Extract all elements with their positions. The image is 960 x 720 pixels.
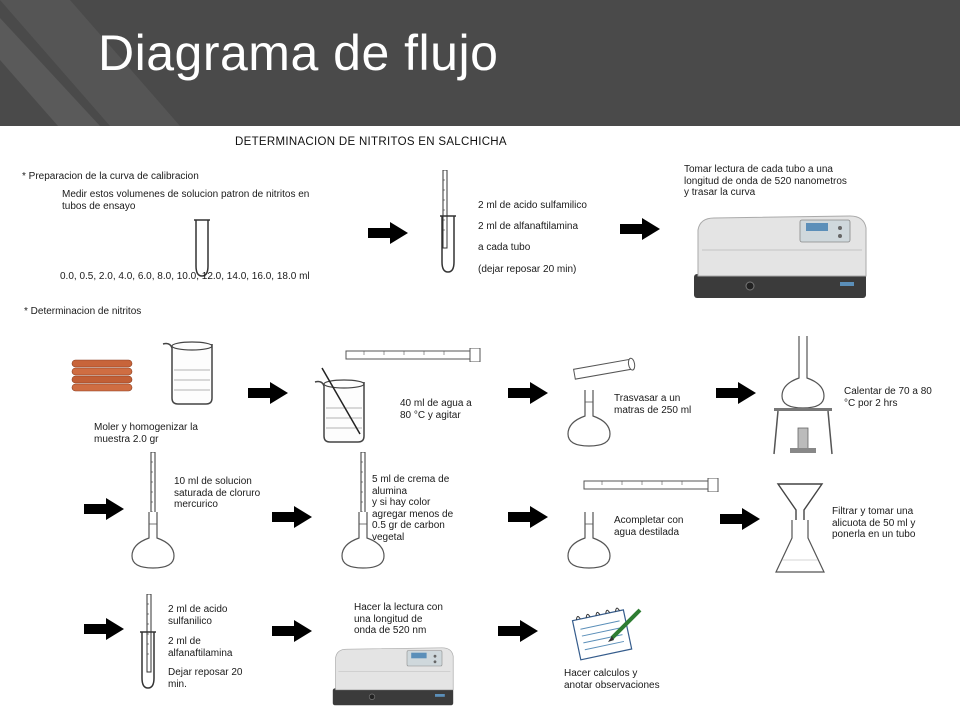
slide-header: Diagrama de flujo <box>0 0 960 126</box>
test-tube-icon <box>438 214 458 274</box>
funnel-erlenmeyer-icon <box>775 483 825 573</box>
section1-heading: * Preparacion de la curva de calibracion <box>22 171 199 182</box>
notepad-pencil-icon <box>571 607 642 661</box>
step-alfanaftilamina-text: 2 ml de alfanaftilamina <box>168 636 233 659</box>
right-arrow-icon <box>84 618 124 640</box>
sausages-icon <box>71 359 133 392</box>
slide-title: Diagrama de flujo <box>98 25 499 81</box>
step-cloruro-text: 10 ml de solucion saturada de cloruro me… <box>174 476 261 510</box>
spectrophotometer-icon <box>330 638 456 708</box>
flowchart-figure: DETERMINACION DE NITRITOS EN SALCHICHA *… <box>0 126 960 720</box>
step-calculos-text: Hacer calculos y anotar observaciones <box>564 668 660 691</box>
right-arrow-icon <box>84 498 124 520</box>
section1-measure-text: Medir estos volumenes de solucion patron… <box>62 189 310 212</box>
right-arrow-icon <box>272 620 312 642</box>
volumetric-flask-icon <box>564 510 614 570</box>
step-moler-text: Moler y homogenizar la muestra 2.0 gr <box>94 422 198 445</box>
right-arrow-icon <box>498 620 538 642</box>
section1-rest: (dejar reposar 20 min) <box>478 264 577 275</box>
step-alumina-text: 5 ml de crema de alumina y si hay color … <box>372 474 454 543</box>
step-calentar-text: Calentar de 70 a 80 °C por 2 hrs <box>844 386 932 409</box>
right-arrow-icon <box>272 506 312 528</box>
right-arrow-icon <box>508 382 548 404</box>
right-arrow-icon <box>716 382 756 404</box>
step-lectura-text: Hacer la lectura con una longitud de ond… <box>354 602 443 636</box>
section1-reagent2: 2 ml de alfanaftilamina <box>478 221 579 232</box>
section1-volumes: 0.0, 0.5, 2.0, 4.0, 6.0, 8.0, 10.0, 12.0… <box>60 271 310 282</box>
right-arrow-icon <box>620 218 660 240</box>
section1-reagent1: 2 ml de acido sulfamilico <box>478 200 587 211</box>
spectrophotometer-icon <box>690 202 870 302</box>
figure-title: DETERMINACION DE NITRITOS EN SALCHICHA <box>235 136 507 148</box>
step-filtrar-text: Filtrar y tomar una alicuota de 50 ml y … <box>832 506 916 540</box>
test-tube-icon <box>138 630 158 690</box>
section1-read-text: Tomar lectura de cada tubo a una longitu… <box>684 164 847 198</box>
heating-stand-flask-icon <box>773 336 833 455</box>
test-tube-icon <box>192 218 212 278</box>
right-arrow-icon <box>368 222 408 244</box>
step-reposar-text: Dejar reposar 20 min. <box>168 667 243 690</box>
graduated-cylinder-icon <box>582 478 722 492</box>
stirring-rod-icon <box>321 367 361 435</box>
step-agua-text: 40 ml de agua a 80 °C y agitar <box>400 398 472 421</box>
right-arrow-icon <box>248 382 288 404</box>
right-arrow-icon <box>508 506 548 528</box>
section1-reagent3: a cada tubo <box>478 242 531 253</box>
beaker-icon <box>160 340 220 406</box>
step-sulfanilico-text: 2 ml de acido sulfanilico <box>168 604 228 627</box>
step-acompletar-text: Acompletar con agua destilada <box>614 515 684 538</box>
volumetric-flask-icon <box>128 510 178 570</box>
section2-heading: * Determinacion de nitritos <box>24 306 142 317</box>
volumetric-flask-icon <box>564 388 614 448</box>
graduated-cylinder-icon <box>344 348 484 362</box>
step-trasvasar-text: Trasvasar a un matras de 250 ml <box>614 393 692 416</box>
graduated-cylinder-icon <box>573 357 636 380</box>
right-arrow-icon <box>720 508 760 530</box>
header-diagonal-decoration <box>0 0 180 126</box>
